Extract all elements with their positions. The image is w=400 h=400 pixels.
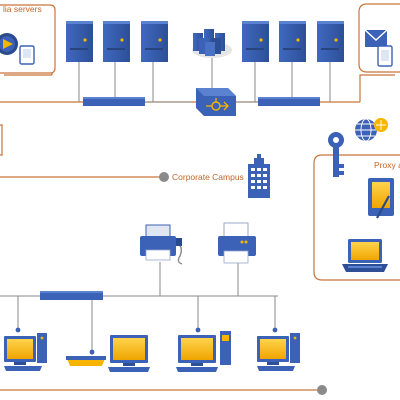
media-player-icon — [0, 33, 35, 65]
server-icon — [141, 21, 168, 62]
switch-icon — [40, 291, 103, 300]
fax-printer-icon — [140, 224, 183, 265]
printer-icon — [218, 222, 256, 264]
desktop-computer-icon — [257, 333, 300, 371]
server-icon — [317, 21, 344, 62]
router-icon — [196, 88, 236, 116]
desktop-computer-icon — [4, 333, 47, 371]
campus-box-lines — [0, 3, 400, 281]
media-servers-label: lia servers — [3, 4, 42, 14]
switch-icon — [83, 97, 145, 106]
tablet-pc-icon — [368, 178, 394, 219]
desktop-computer-icon — [176, 331, 231, 372]
globe-icon — [355, 118, 388, 142]
server-icon — [103, 21, 130, 62]
laptop-icon — [342, 239, 388, 272]
server-icon — [242, 21, 269, 62]
wan-node — [317, 385, 327, 395]
server-icon — [66, 21, 93, 62]
desktop-computer-icon — [66, 335, 150, 372]
key-icon — [328, 132, 344, 177]
server-icon — [279, 21, 306, 62]
campus-node — [159, 172, 169, 182]
proxy-label: Proxy a — [374, 160, 400, 170]
switch-icon — [258, 97, 320, 106]
email-icon — [364, 29, 393, 67]
server-cluster-icon — [192, 29, 232, 58]
connection-nodes — [15, 327, 278, 355]
building-icon — [248, 154, 270, 198]
corporate-campus-label: Corporate Campus — [172, 172, 244, 182]
